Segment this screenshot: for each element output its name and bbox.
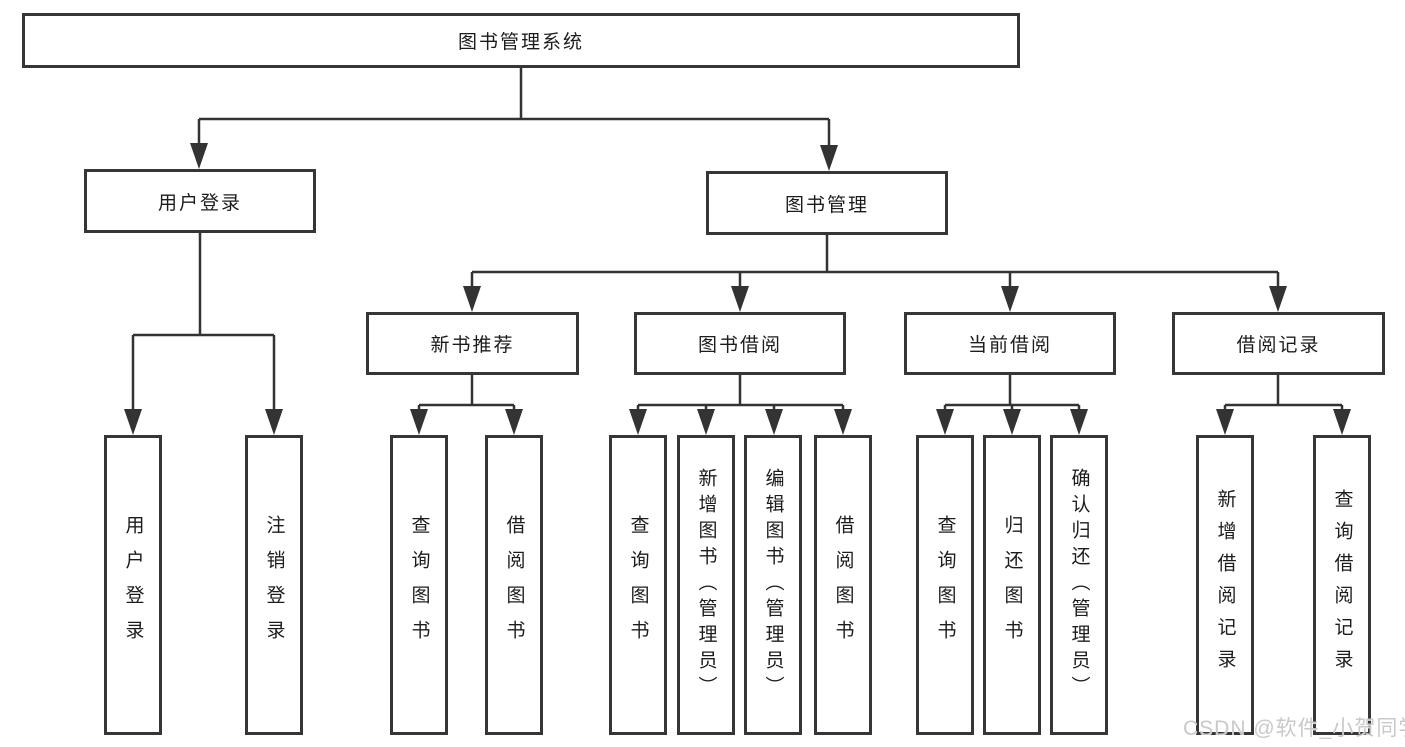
- leaf-recommend-query-book-label: 查询图书: [408, 515, 430, 655]
- leaf-confirm-return-admin-label: 确认归还（管理员）: [1068, 468, 1090, 702]
- leaf-logout: 注销登录: [245, 435, 303, 735]
- node-current-borrow-label: 当前借阅: [967, 335, 1052, 356]
- leaf-add-book-admin-label: 新增图书（管理员）: [695, 468, 717, 702]
- node-current-borrow: 当前借阅: [904, 312, 1116, 375]
- leaf-borrow-book-label: 借阅图书: [832, 515, 854, 655]
- leaf-borrow-query-book-label: 查询图书: [627, 515, 649, 655]
- leaf-recommend-borrow-book: 借阅图书: [485, 435, 543, 735]
- node-root: 图书管理系统: [22, 13, 1020, 68]
- leaf-recommend-borrow-book-label: 借阅图书: [503, 515, 525, 655]
- leaf-edit-book-admin-label: 编辑图书（管理员）: [762, 468, 784, 702]
- node-book-management-label: 图书管理: [784, 194, 869, 216]
- leaf-recommend-query-book: 查询图书: [390, 435, 448, 735]
- leaf-current-query-book: 查询图书: [916, 435, 974, 735]
- leaf-add-book-admin: 新增图书（管理员）: [677, 435, 735, 735]
- leaf-confirm-return-admin: 确认归还（管理员）: [1050, 435, 1108, 735]
- leaf-borrow-book: 借阅图书: [814, 435, 872, 735]
- node-new-book-recommend: 新书推荐: [366, 312, 579, 375]
- node-book-borrow-label: 图书借阅: [697, 335, 782, 356]
- leaf-current-query-book-label: 查询图书: [934, 515, 956, 655]
- leaf-add-borrow-record: 新增借阅记录: [1196, 435, 1254, 735]
- leaf-logout-label: 注销登录: [263, 515, 285, 655]
- leaf-return-book: 归还图书: [983, 435, 1041, 735]
- leaf-user-login-label: 用户登录: [122, 515, 144, 655]
- node-book-management: 图书管理: [706, 171, 948, 235]
- node-new-book-recommend-label: 新书推荐: [430, 335, 515, 356]
- node-book-borrow: 图书借阅: [634, 312, 846, 375]
- leaf-return-book-label: 归还图书: [1001, 515, 1023, 655]
- leaf-edit-book-admin: 编辑图书（管理员）: [744, 435, 802, 735]
- node-borrow-record: 借阅记录: [1172, 312, 1385, 375]
- leaf-add-borrow-record-label: 新增借阅记录: [1214, 489, 1236, 681]
- node-root-label: 图书管理系统: [457, 32, 584, 53]
- node-user-login: 用户登录: [84, 169, 316, 233]
- watermark: CSDN @软件_小贺同学: [1183, 717, 1405, 740]
- node-borrow-record-label: 借阅记录: [1236, 335, 1321, 356]
- leaf-query-borrow-record: 查询借阅记录: [1313, 435, 1371, 735]
- leaf-borrow-query-book: 查询图书: [609, 435, 667, 735]
- leaf-query-borrow-record-label: 查询借阅记录: [1331, 489, 1353, 681]
- node-user-login-label: 用户登录: [157, 192, 242, 214]
- leaf-user-login: 用户登录: [104, 435, 162, 735]
